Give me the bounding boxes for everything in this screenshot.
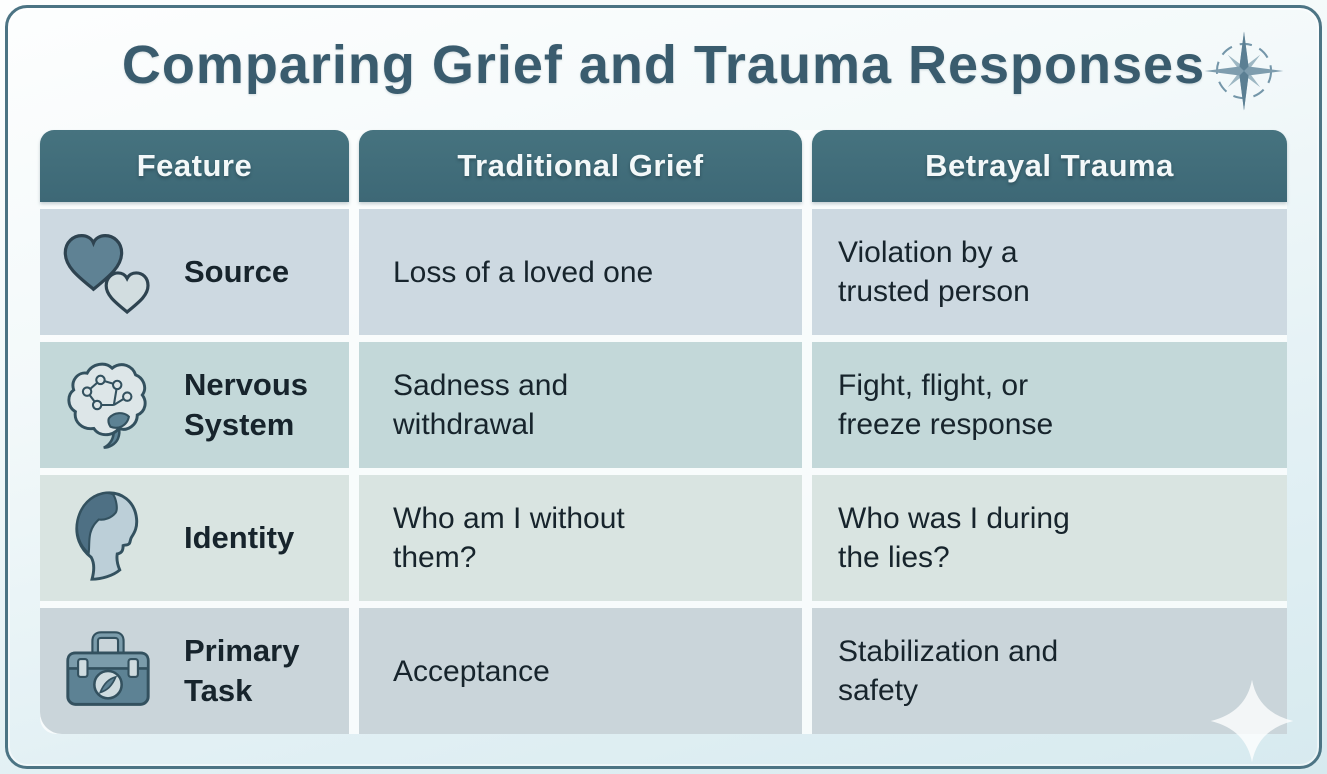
feature-label: Source [184,253,290,289]
table-cell-nervous-trauma: Fight, flight, or freeze response [812,342,1287,468]
cell-text: Fight, flight, or freeze response [838,369,1054,441]
feature-label: Primary Task [184,632,300,708]
table-cell-nervous-grief: Sadness and withdrawal [359,342,802,468]
column-header-betrayal-trauma: Betrayal Trauma [812,130,1287,202]
cell-text: Loss of a loved one [393,255,654,289]
toolbox-icon [56,626,160,716]
hearts-icon [56,228,160,316]
table-row-identity-feature: Identity [40,475,349,601]
cell-text: Sadness and withdrawal [393,369,569,441]
comparison-table: Feature Traditional Grief Betrayal Traum… [40,130,1287,734]
table-row-nervous-system-feature: Nervous System [40,342,349,468]
table-cell-identity-trauma: Who was I during the lies? [812,475,1287,601]
head-profile-icon [56,486,160,590]
cell-text: Who was I during the lies? [838,502,1070,574]
column-header-traditional-grief: Traditional Grief [359,130,802,202]
table-row-source-feature: Source [40,209,349,335]
sparkle-icon [1210,679,1294,763]
cell-text: Acceptance [393,654,550,688]
cell-text: Violation by a trusted person [838,236,1030,308]
table-row-primary-task-feature: Primary Task [40,608,349,734]
page-title: Comparing Grief and Trauma Responses [121,35,1206,95]
column-header-feature: Feature [40,130,349,202]
table-cell-source-grief: Loss of a loved one [359,209,802,335]
cell-text: Stabilization and safety [838,635,1059,707]
compass-rose-icon [1204,31,1284,111]
brain-icon [56,355,160,455]
feature-label: Identity [184,519,295,555]
feature-label: Nervous System [184,366,309,442]
table-cell-task-grief: Acceptance [359,608,802,734]
table-cell-task-trauma: Stabilization and safety [812,608,1287,734]
table-cell-source-trauma: Violation by a trusted person [812,209,1287,335]
table-cell-identity-grief: Who am I without them? [359,475,802,601]
cell-text: Who am I without them? [393,502,625,574]
